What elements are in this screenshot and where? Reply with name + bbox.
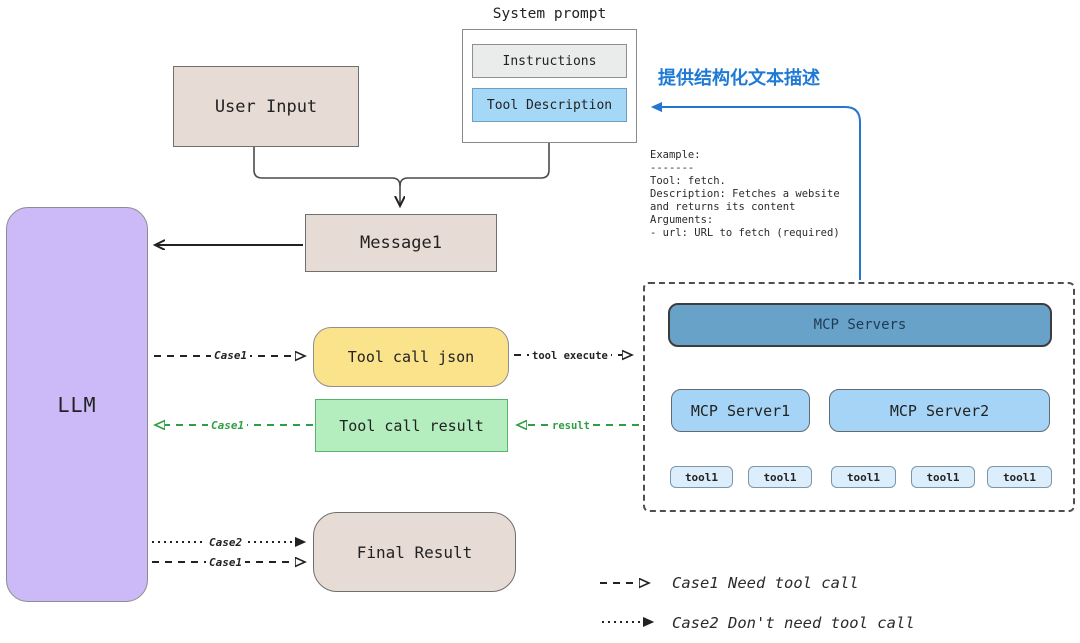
tool-description-node: Tool Description [472,88,627,122]
tool-call-json-node: Tool call json [313,327,509,387]
edge-systemprompt-merge [399,143,550,187]
legend-case2-text: Case2 Don't need tool call [672,614,915,632]
tool-example-annotation: Example: ------- Tool: fetch. Descriptio… [650,149,840,239]
system-prompt-title: System prompt [492,6,607,22]
edge-label-case1-to-final: Case1 [206,555,246,570]
edge-label-case2-to-final: Case2 [206,535,246,550]
tool-node: tool1 [911,466,975,488]
mcp-servers-node: MCP Servers [668,303,1052,347]
edge-label-case1-from-result: Case1 [208,418,248,433]
mcp-server2-node: MCP Server2 [829,389,1050,432]
final-result-node: Final Result [313,512,516,592]
llm-node: LLM [6,207,148,602]
edge-label-result: result [549,418,593,433]
edge-userinput-merge [253,147,401,187]
tool-node: tool1 [987,466,1052,488]
message1-node: Message1 [305,214,497,272]
edge-label-tool-execute: tool execute [529,348,611,363]
tool-call-result-node: Tool call result [315,399,508,452]
instructions-node: Instructions [472,44,627,78]
tool-node: tool1 [831,466,896,488]
legend-case1-text: Case1 Need tool call [672,574,859,592]
structured-text-annotation: 提供结构化文本描述 [658,68,820,89]
tool-node: tool1 [670,466,733,488]
mcp-server1-node: MCP Server1 [671,389,810,432]
edge-label-case1-to-tooljson: Case1 [211,348,251,363]
tool-node: tool1 [748,466,812,488]
user-input-node: User Input [173,66,359,147]
